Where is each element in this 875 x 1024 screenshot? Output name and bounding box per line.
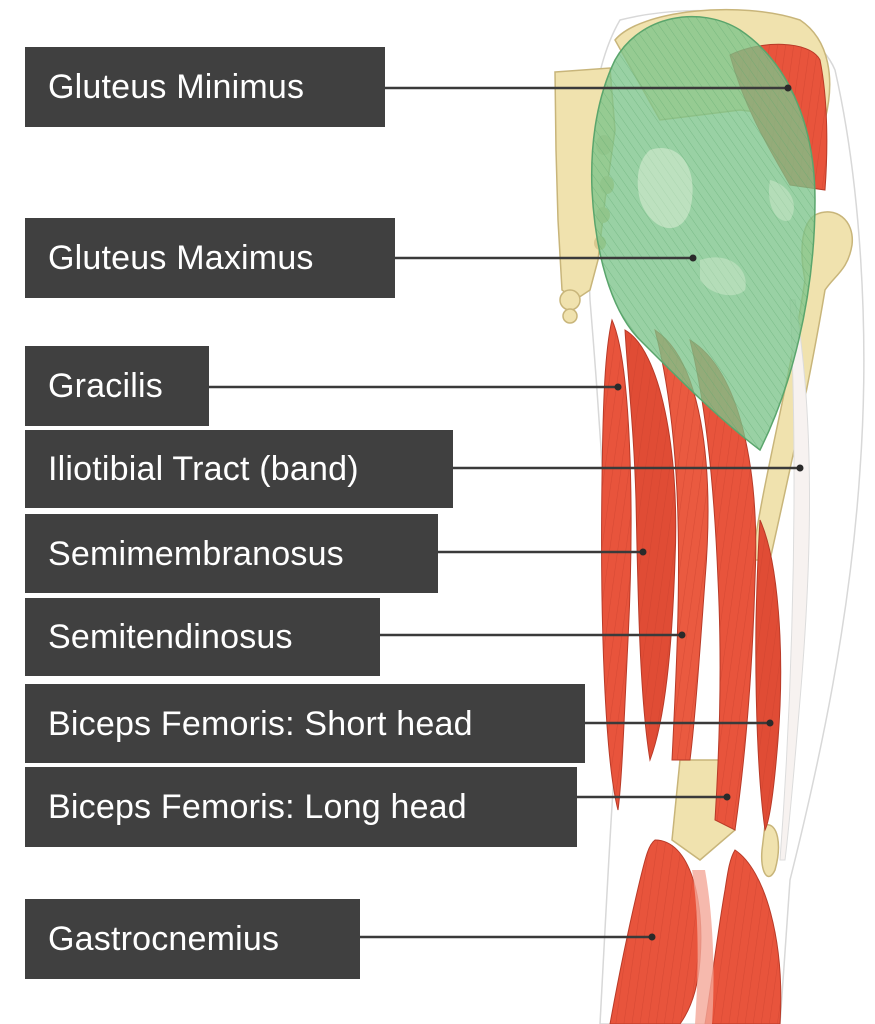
label-biceps-femoris-short-head: Biceps Femoris: Short head	[25, 684, 585, 763]
label-semimembranosus: Semimembranosus	[25, 514, 438, 593]
gastrocnemius	[609, 839, 782, 1024]
label-gluteus-maximus: Gluteus Maximus	[25, 218, 395, 298]
fibular-head	[760, 824, 780, 878]
iliotibial-tract	[779, 299, 811, 861]
label-gracilis: Gracilis	[25, 346, 209, 426]
hamstring-muscles	[601, 318, 782, 832]
label-semitendinosus: Semitendinosus	[25, 598, 380, 676]
label-iliotibial-tract: Iliotibial Tract (band)	[25, 430, 453, 508]
leader-endpoints	[614, 84, 804, 941]
label-gastrocnemius: Gastrocnemius	[25, 899, 360, 979]
label-gluteus-minimus: Gluteus Minimus	[25, 47, 385, 127]
leader-lines	[209, 86, 800, 939]
label-biceps-femoris-long-head: Biceps Femoris: Long head	[25, 767, 577, 847]
